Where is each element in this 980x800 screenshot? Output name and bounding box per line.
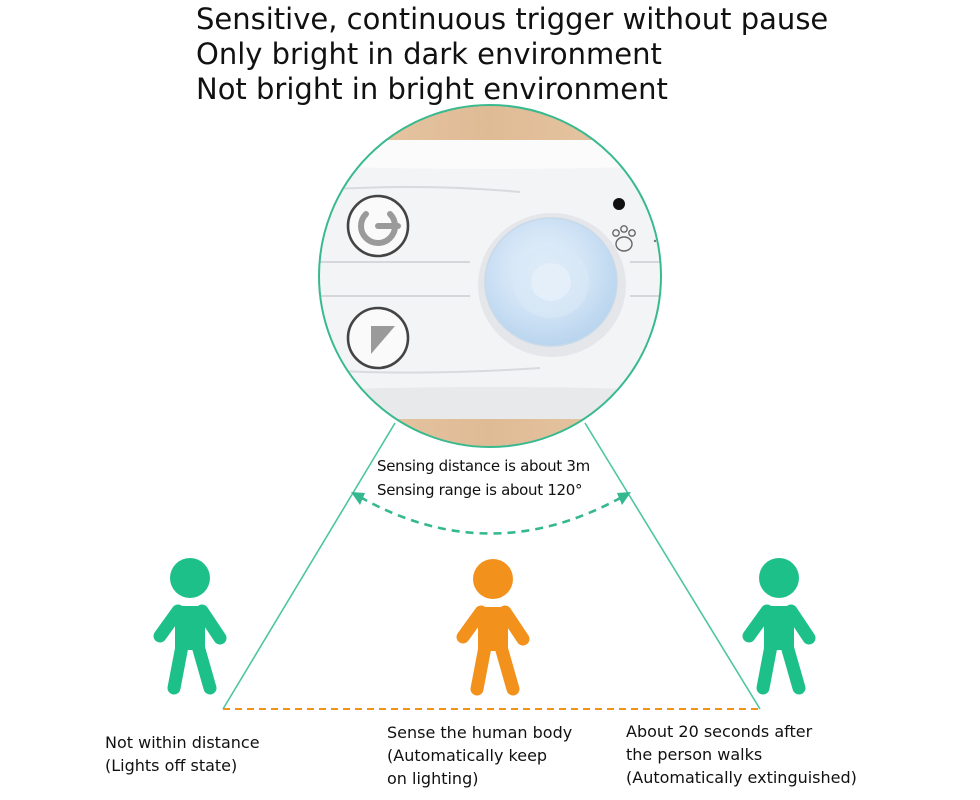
- caption-left-line-1: Not within distance: [105, 733, 260, 752]
- power-icon: [346, 194, 410, 258]
- headline-line-1: Sensitive, continuous trigger without pa…: [196, 2, 829, 36]
- person-right-icon: [742, 558, 816, 695]
- indicator-dot: [613, 198, 625, 210]
- arc-arrow-right: [617, 492, 631, 505]
- caption-middle-line-1: Sense the human body: [387, 723, 573, 742]
- caption-left: Not within distance (Lights off state): [105, 731, 260, 777]
- paw-icon: [612, 225, 636, 252]
- cone-left-edge: [222, 422, 396, 710]
- headline-line-2: Only bright in dark environment: [196, 37, 662, 71]
- cone-right-edge: [584, 422, 761, 710]
- sensing-range-label: Sensing range is about 120°: [377, 481, 583, 499]
- sensing-arc: [359, 495, 623, 535]
- caption-middle: Sense the human body (Automatically keep…: [387, 721, 572, 790]
- person-middle-icon: [456, 559, 530, 696]
- caption-middle-line-2: (Automatically keep: [387, 746, 548, 765]
- arc-arrow-left: [351, 492, 365, 505]
- magnifier-ring: [318, 104, 662, 448]
- person-figures: [153, 558, 816, 696]
- caption-left-line-2: (Lights off state): [105, 756, 238, 775]
- caption-middle-line-3: on lighting): [387, 769, 479, 788]
- caption-right-line-3: (Automatically extinguished): [626, 768, 857, 787]
- triangle-icon: [346, 306, 410, 370]
- person-left-icon: [153, 558, 227, 695]
- caption-right-line-2: the person walks: [626, 745, 763, 764]
- device-closeup: [319, 105, 661, 447]
- wood-bottom: [319, 419, 661, 447]
- caption-right-line-1: About 20 seconds after: [626, 722, 813, 741]
- caption-right: About 20 seconds after the person walks …: [626, 720, 857, 789]
- sensing-distance-label: Sensing distance is about 3m: [377, 457, 590, 475]
- headline-line-3: Not bright in bright environment: [196, 72, 668, 106]
